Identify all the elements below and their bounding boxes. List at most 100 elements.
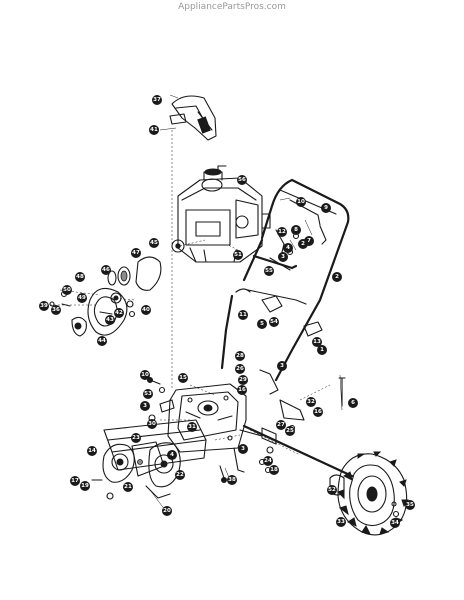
callout-marker [70,476,80,486]
callout-number: 7 [307,238,311,244]
callout-41: 41 [149,125,159,135]
callout-number: 30 [148,421,156,427]
callout-3: 3 [140,401,150,411]
callout-marker [238,444,248,454]
callout-4: 4 [167,450,177,460]
callout-marker [298,239,308,249]
callout-number: 2 [301,241,305,247]
callout-marker [263,456,273,466]
callout-marker [278,252,288,262]
callout-marker [149,238,159,248]
callout-marker [140,401,150,411]
callout-number: 27 [277,422,285,428]
callout-marker [227,475,237,485]
callout-number: 42 [115,310,123,316]
callout-marker [167,450,177,460]
callout-53: 53 [143,389,153,399]
callout-2: 2 [298,239,308,249]
callout-18: 18 [269,465,279,475]
callout-14: 14 [87,446,97,456]
callout-5: 5 [257,319,267,329]
callout-marker [131,433,141,443]
callout-number: 53 [144,391,152,397]
callout-30: 30 [147,419,157,429]
callout-marker [296,197,306,207]
callout-19: 19 [80,481,90,491]
callout-number: 12 [278,229,286,235]
callout-marker [123,482,133,492]
callout-marker [312,337,322,347]
callout-12: 12 [277,227,287,237]
callout-number: 55 [265,268,273,274]
callout-38: 38 [227,475,237,485]
callout-marker [277,361,287,371]
callout-marker [269,317,279,327]
callout-marker [131,248,141,258]
callout-marker [75,272,85,282]
callout-number: 48 [76,274,84,280]
callout-17: 17 [70,476,80,486]
callout-marker [405,500,415,510]
callout-number: 36 [52,307,60,313]
callout-number: 51 [234,252,242,258]
callout-number: 2 [335,274,339,280]
callout-marker [178,373,188,383]
callout-marker [149,125,159,135]
callout-number: 3 [281,254,285,260]
callout-number: 40 [142,307,150,313]
callout-marker [257,319,267,329]
callout-marker [152,95,162,105]
callout-39: 39 [39,301,49,311]
callout-marker [313,407,323,417]
callout-number: 56 [238,177,246,183]
callout-marker [237,175,247,185]
frame-assembly [147,377,263,483]
callout-number: 18 [270,467,278,473]
callout-number: 17 [71,478,79,484]
callout-marker [140,370,150,380]
callout-8: 8 [291,225,301,235]
callout-marker [317,345,327,355]
callout-25: 25 [285,426,295,436]
callout-marker [80,481,90,491]
callout-number: 21 [124,484,132,490]
callout-marker [238,375,248,385]
callout-34: 34 [390,518,400,528]
callout-51: 51 [233,250,243,260]
callout-40: 40 [141,305,151,315]
callout-10: 10 [296,197,306,207]
callout-3: 3 [277,361,287,371]
callout-number: 9 [324,205,328,211]
callout-marker [51,305,61,315]
callout-33: 33 [336,517,346,527]
callout-marker [39,301,49,311]
callout-marker [62,285,72,295]
chute-deflector [169,95,217,141]
callout-48: 48 [75,272,85,282]
callout-marker [77,293,87,303]
callout-marker [264,266,274,276]
callout-number: 22 [176,472,184,478]
callout-49: 49 [77,293,87,303]
callout-number: 31 [188,424,196,430]
callout-marker [114,308,124,318]
callout-36: 36 [51,305,61,315]
callout-number: 34 [391,520,399,526]
callout-16: 16 [237,385,247,395]
callout-20: 20 [162,506,172,516]
callout-number: 39 [40,303,48,309]
watermark-text: AppliancePartsPros.com [178,2,286,12]
callout-marker [348,398,358,408]
callout-number: 10 [141,372,149,378]
callout-37: 37 [152,95,162,105]
callout-marker [283,243,293,253]
callout-marker [97,336,107,346]
callout-15: 15 [178,373,188,383]
callout-marker [233,250,243,260]
callout-45: 45 [149,238,159,248]
callout-number: 49 [78,295,86,301]
callout-10: 10 [140,370,150,380]
callout-number: 28 [236,353,244,359]
callout-number: 38 [228,477,236,483]
callout-35: 35 [405,500,415,510]
